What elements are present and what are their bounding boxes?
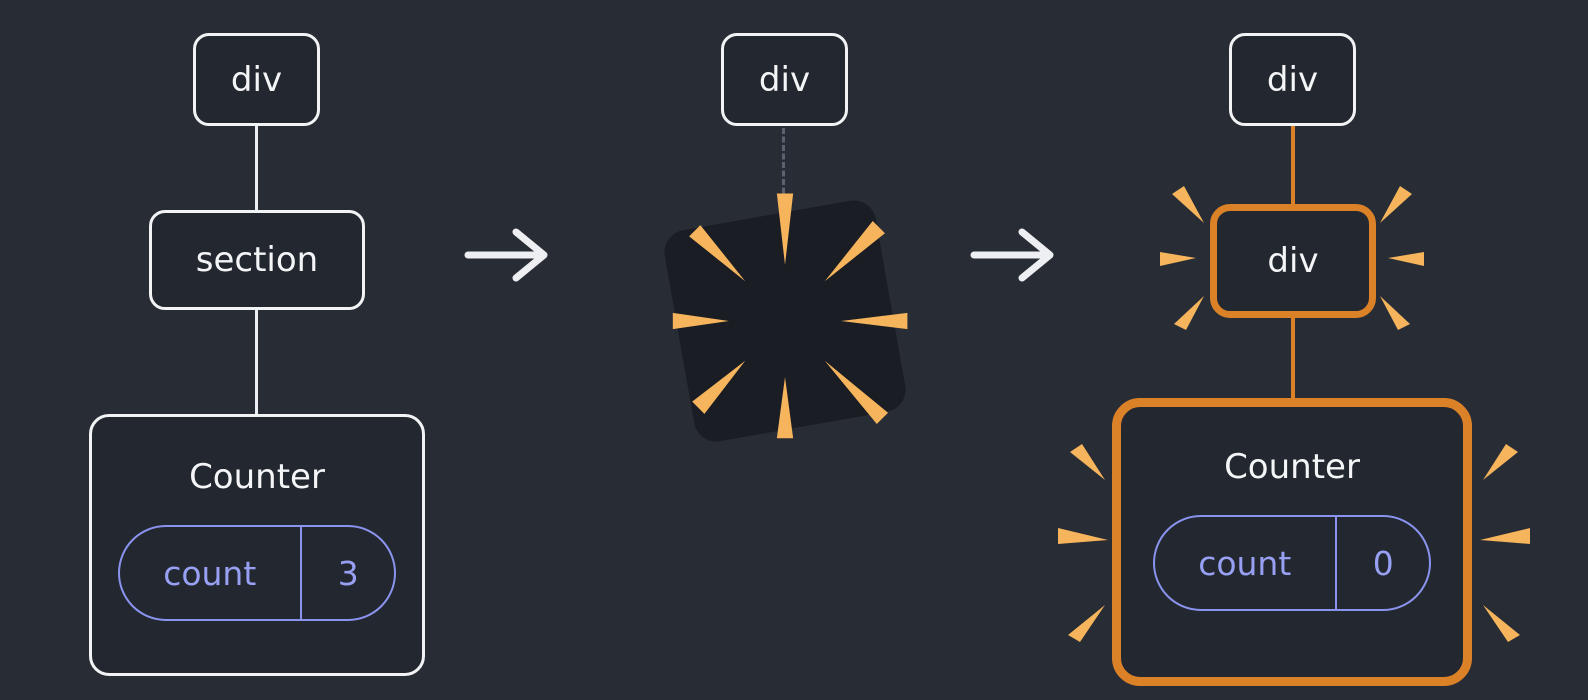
before-counter-title: Counter <box>189 457 325 497</box>
after-state-pill: count 0 <box>1152 515 1432 611</box>
before-root-label: div <box>230 59 283 100</box>
right-arrow-icon <box>970 228 1054 282</box>
before-state-key: count <box>163 553 257 593</box>
before-state-pill: count 3 <box>117 525 397 621</box>
after-state-value: 0 <box>1372 543 1394 583</box>
after-connector-root-div <box>1291 126 1295 206</box>
transition-root-label: div <box>758 59 811 100</box>
before-connector-section-counter <box>255 310 258 414</box>
before-counter-component: Counter count 3 <box>89 414 425 676</box>
before-state-divider <box>299 527 303 619</box>
after-new-div-label: div <box>1267 241 1319 281</box>
after-state-key: count <box>1198 543 1292 583</box>
after-new-div-node: div <box>1210 204 1376 318</box>
spark-burst-icon <box>1160 186 1424 330</box>
before-section-node: section <box>149 210 365 310</box>
before-root-div-node: div <box>193 33 320 126</box>
after-connector-div-counter <box>1291 318 1295 398</box>
before-section-label: section <box>195 240 319 280</box>
spark-burst-icon <box>1480 444 1530 642</box>
after-counter-component: Counter count 0 <box>1112 398 1472 686</box>
right-arrow-icon <box>464 228 548 282</box>
transition-root-div-node: div <box>721 33 848 126</box>
spark-burst-icon <box>1058 444 1108 642</box>
after-root-div-node: div <box>1229 33 1356 126</box>
after-counter-title: Counter <box>1224 447 1360 487</box>
before-state-value: 3 <box>337 553 359 593</box>
poof-burst-icon <box>664 193 908 442</box>
before-connector-root-section <box>255 126 258 210</box>
after-state-divider <box>1334 517 1338 609</box>
after-root-label: div <box>1266 59 1319 100</box>
transition-dashed-connector <box>782 128 785 202</box>
